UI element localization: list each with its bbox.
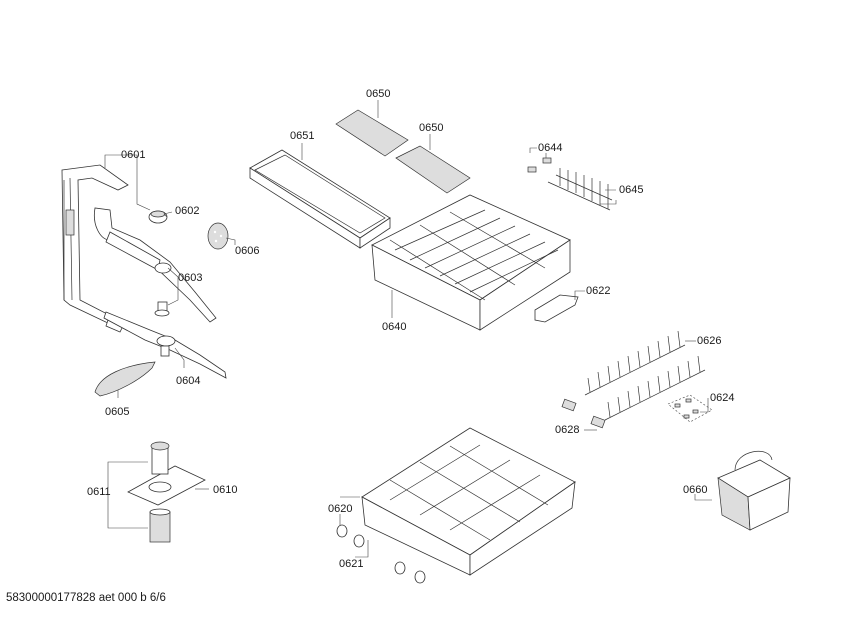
part-0620-lower-basket[interactable] [361,427,576,576]
part-label-0660[interactable]: 0660 [683,484,708,496]
part-0650-mesh-insert-a[interactable] [335,109,409,157]
part-label-0644[interactable]: 0644 [538,142,563,154]
document-id: 58300000177828 aet 000 b 6/6 [6,592,166,604]
part-label-0624[interactable]: 0624 [710,392,735,404]
part-label-0650-b[interactable]: 0650 [419,122,444,134]
part-label-0622[interactable]: 0622 [586,285,611,297]
part-0645-cup-rack[interactable] [547,168,613,211]
part-0602-nut[interactable] [148,210,168,224]
part-label-0640[interactable]: 0640 [382,321,407,333]
part-0640-upper-basket[interactable] [371,194,571,331]
part-label-0602[interactable]: 0602 [175,205,200,217]
part-label-0603[interactable]: 0603 [178,272,203,284]
part-0624-clip-set[interactable] [667,394,713,423]
part-0644-holder[interactable] [527,157,552,173]
part-label-0611[interactable]: 0611 [87,486,111,498]
part-0660-cutlery-basket[interactable] [717,451,791,531]
part-0650-mesh-insert-b[interactable] [395,145,471,194]
part-label-0645[interactable]: 0645 [619,184,644,196]
part-0604-lower-spray-arm[interactable] [103,311,227,379]
part-0622-handle[interactable] [534,294,579,323]
part-label-0650-a[interactable]: 0650 [366,88,391,100]
part-label-0610[interactable]: 0610 [213,484,238,496]
part-0603-upper-spray-arm[interactable] [93,207,217,323]
part-0621-basket-rollers[interactable] [336,524,426,584]
part-0626-plate-racks[interactable] [584,330,706,421]
leader-lines [104,100,712,558]
part-0606-sieve-cap[interactable] [207,222,229,250]
part-0610-flat-filter[interactable] [127,465,206,506]
part-label-0628[interactable]: 0628 [555,424,580,436]
part-label-0620[interactable]: 0620 [328,503,353,515]
part-label-0621[interactable]: 0621 [339,558,364,570]
part-label-0626[interactable]: 0626 [697,335,722,347]
part-0651-cutlery-tray[interactable] [249,149,391,249]
part-label-0601[interactable]: 0601 [121,149,146,161]
part-label-0605[interactable]: 0605 [105,406,130,418]
part-label-0604[interactable]: 0604 [176,375,201,387]
part-0628-rack-holder[interactable] [561,398,606,429]
part-label-0606[interactable]: 0606 [235,245,260,257]
part-0605-filter-plate[interactable] [94,361,156,397]
part-label-0651[interactable]: 0651 [290,130,315,142]
part-0611-filter-combination[interactable] [149,441,171,543]
